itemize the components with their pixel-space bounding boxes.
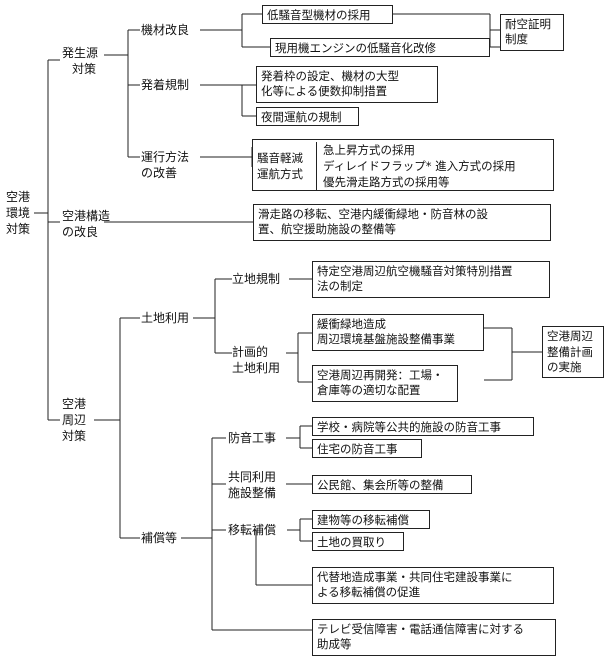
operation-label: 運行方法 の改善 <box>141 149 189 181</box>
certification-line: 制度 <box>505 32 528 46</box>
planned-item-box: 空港周辺再開発：工場・ 倉庫等の適切な配置 <box>312 365 458 402</box>
relocation-item-box: 建物等の移転補償 <box>312 510 430 529</box>
improvement-plan-line: 空港周辺 <box>547 329 593 343</box>
planned-label: 計画的 土地利用 <box>232 344 280 376</box>
soundproof-item-text: 住宅の防音工事 <box>317 442 398 456</box>
sources-label-line: 対策 <box>72 62 97 76</box>
relocation-follow-line: よる移転補償の促進 <box>317 585 421 599</box>
root-line: 対策 <box>6 222 31 236</box>
relocation-item-box: 土地の買取り <box>312 532 404 551</box>
tv-interference-line: テレビ受信障害・電話通信障害に対する <box>317 622 524 636</box>
departure-item-line: 発着枠の設定、機材の大型 <box>261 69 399 83</box>
shared-facility-line: 共同利用 <box>228 470 277 484</box>
soundproof-item-text: 学校・病院等公共的施設の防音工事 <box>317 420 501 434</box>
operation-item: 優先滑走路方式の採用等 <box>323 175 450 189</box>
relocation-item-text: 土地の買取り <box>317 535 386 549</box>
soundproof-label: 防音工事 <box>228 431 277 445</box>
soundproof-item-box: 住宅の防音工事 <box>312 439 422 458</box>
tv-interference-box: テレビ受信障害・電話通信障害に対する 助成等 <box>312 619 556 656</box>
sources-label: 発生源 対策 <box>62 45 98 77</box>
operation-divider <box>316 142 317 190</box>
root-label: 空港 環境 対策 <box>6 189 30 237</box>
equipment-item-text: 現用機エンジンの低騒音化改修 <box>275 41 436 55</box>
planned-label-line: 計画的 <box>232 345 269 359</box>
equipment-item-box: 低騒音型機材の採用 <box>262 5 393 24</box>
tv-interference-line: 助成等 <box>317 637 352 651</box>
surroundings-label: 空港 周辺 対策 <box>62 396 86 444</box>
structure-box: 滑走路の移転、空港内緩衝緑地・防音林の設 置、航空援助施設の整備等 <box>253 204 551 241</box>
structure-label-line: 空港構造 <box>62 209 111 223</box>
location-label: 立地規制 <box>232 272 281 286</box>
certification-box: 耐空証明 制度 <box>500 14 564 51</box>
noise-method-line: 運航方式 <box>257 167 303 181</box>
departure-item-line: 化等による便数抑制措置 <box>261 84 388 98</box>
improvement-plan-line: 整備計画 <box>547 344 593 359</box>
sources-label-line: 発生源 <box>62 46 99 60</box>
compensation-label: 補償等 <box>141 531 178 545</box>
planned-item-line: 倉庫等の適切な配置 <box>317 383 421 397</box>
planned-item-line: 周辺環境基盤施設整備事業 <box>317 332 455 346</box>
relocation-follow-box: 代替地造成事業・共同住宅建設事業に よる移転補償の促進 <box>312 567 554 604</box>
operation-label-line: の改善 <box>141 166 178 180</box>
planned-item-box: 緩衝緑地造成 周辺環境基盤施設整備事業 <box>312 314 484 351</box>
operation-item: ディレイドフラップ* 進入方式の採用 <box>323 159 516 173</box>
planned-label-line: 土地利用 <box>232 361 281 375</box>
equipment-label: 機材改良 <box>141 23 190 37</box>
departure-item-line: 夜間運航の規制 <box>261 110 342 124</box>
planned-item-line: 空港周辺再開発：工場・ <box>317 368 444 382</box>
noise-method-label: 騒音軽減 運航方式 <box>257 150 303 182</box>
root-line: 環境 <box>6 206 31 220</box>
departure-label: 発着規制 <box>141 78 190 92</box>
location-line: 特定空港周辺航空機騒音対策特別措置 <box>317 264 513 278</box>
shared-facility-text: 公民館、集会所等の整備 <box>317 478 444 492</box>
surroundings-label-line: 空港 <box>62 397 87 411</box>
structure-label: 空港構造 の改良 <box>62 208 110 240</box>
relocation-label: 移転補償 <box>228 523 277 537</box>
structure-label-line: の改良 <box>62 225 99 239</box>
noise-method-line: 騒音軽減 <box>257 151 303 165</box>
improvement-plan-line: の実施 <box>547 360 582 374</box>
structure-line: 滑走路の移転、空港内緩衝緑地・防音林の設 <box>258 207 488 221</box>
operation-label-line: 運行方法 <box>141 150 190 164</box>
operation-items: 急上昇方式の採用 ディレイドフラップ* 進入方式の採用 優先滑走路方式の採用等 <box>323 142 516 190</box>
certification-line: 耐空証明 <box>505 17 551 31</box>
surroundings-label-line: 周辺 <box>62 413 87 427</box>
location-line: 法の制定 <box>317 279 363 293</box>
soundproof-item-box: 学校・病院等公共的施設の防音工事 <box>312 417 534 436</box>
shared-facility-label: 共同利用 施設整備 <box>228 469 276 501</box>
planned-item-line: 緩衝緑地造成 <box>317 317 386 331</box>
shared-facility-box: 公民館、集会所等の整備 <box>312 475 472 494</box>
surroundings-label-line: 対策 <box>62 429 87 443</box>
operation-box: 騒音軽減 運航方式 急上昇方式の採用 ディレイドフラップ* 進入方式の採用 優先… <box>252 139 554 191</box>
shared-facility-line: 施設整備 <box>228 486 277 500</box>
location-box: 特定空港周辺航空機騒音対策特別措置 法の制定 <box>312 261 550 298</box>
improvement-plan-box: 空港周辺 整備計画 の実施 <box>542 326 604 378</box>
departure-item-box: 夜間運航の規制 <box>256 107 359 126</box>
operation-item: 急上昇方式の採用 <box>323 143 415 157</box>
equipment-item-text: 低騒音型機材の採用 <box>267 8 371 22</box>
root-line: 空港 <box>6 190 31 204</box>
relocation-item-text: 建物等の移転補償 <box>317 513 409 527</box>
relocation-follow-line: 代替地造成事業・共同住宅建設事業に <box>317 570 513 584</box>
departure-item-box: 発着枠の設定、機材の大型 化等による便数抑制措置 <box>256 66 438 103</box>
land-use-label: 土地利用 <box>141 311 190 325</box>
equipment-item-box: 現用機エンジンの低騒音化改修 <box>270 38 490 57</box>
structure-line: 置、航空援助施設の整備等 <box>258 222 396 236</box>
